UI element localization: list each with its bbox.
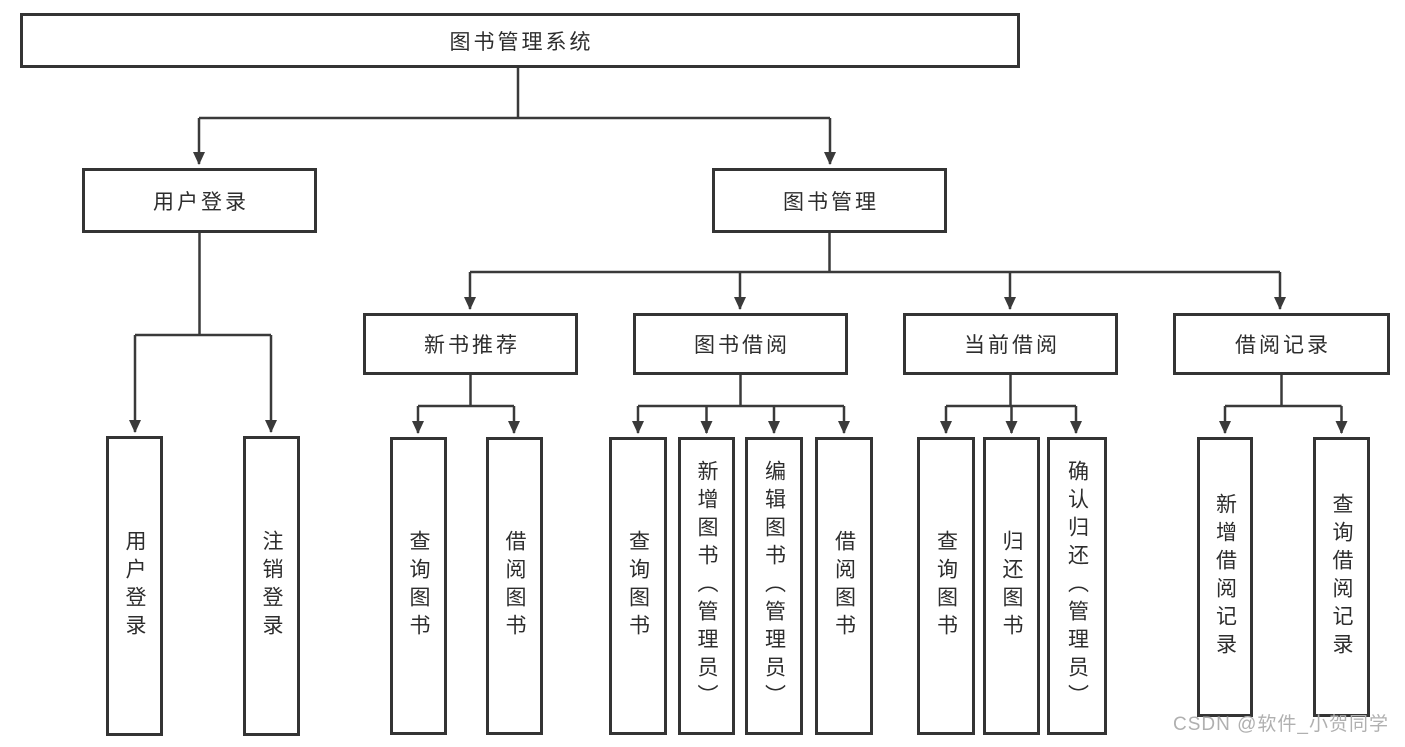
node-add-borrow-record: 新增借阅记录 — [1197, 437, 1253, 717]
connector-group — [129, 68, 1348, 434]
node-query-books-recommend: 查询图书 — [390, 437, 447, 735]
node-current-borrowing: 当前借阅 — [903, 313, 1118, 375]
node-borrowing-records: 借阅记录 — [1173, 313, 1390, 375]
node-borrow-books-recommend: 借阅图书 — [486, 437, 543, 735]
node-query-books-current: 查询图书 — [917, 437, 975, 735]
node-user-login-leaf: 用户登录 — [106, 436, 163, 736]
node-logout-leaf: 注销登录 — [243, 436, 300, 736]
node-book-borrowing: 图书借阅 — [633, 313, 848, 375]
node-add-book-admin: 新增图书（管理员） — [678, 437, 735, 735]
node-library-system: 图书管理系统 — [20, 13, 1020, 68]
node-borrow-books-leaf: 借阅图书 — [815, 437, 873, 735]
node-book-management: 图书管理 — [712, 168, 947, 233]
node-edit-book-admin: 编辑图书（管理员） — [745, 437, 803, 735]
node-return-book: 归还图书 — [983, 437, 1040, 735]
node-new-book-recommend: 新书推荐 — [363, 313, 578, 375]
csdn-watermark: CSDN @软件_小贺同学 — [1173, 714, 1389, 735]
node-confirm-return-admin: 确认归还（管理员） — [1047, 437, 1107, 735]
node-query-books-borrow: 查询图书 — [609, 437, 667, 735]
node-query-borrow-record: 查询借阅记录 — [1313, 437, 1370, 717]
node-user-login: 用户登录 — [82, 168, 317, 233]
